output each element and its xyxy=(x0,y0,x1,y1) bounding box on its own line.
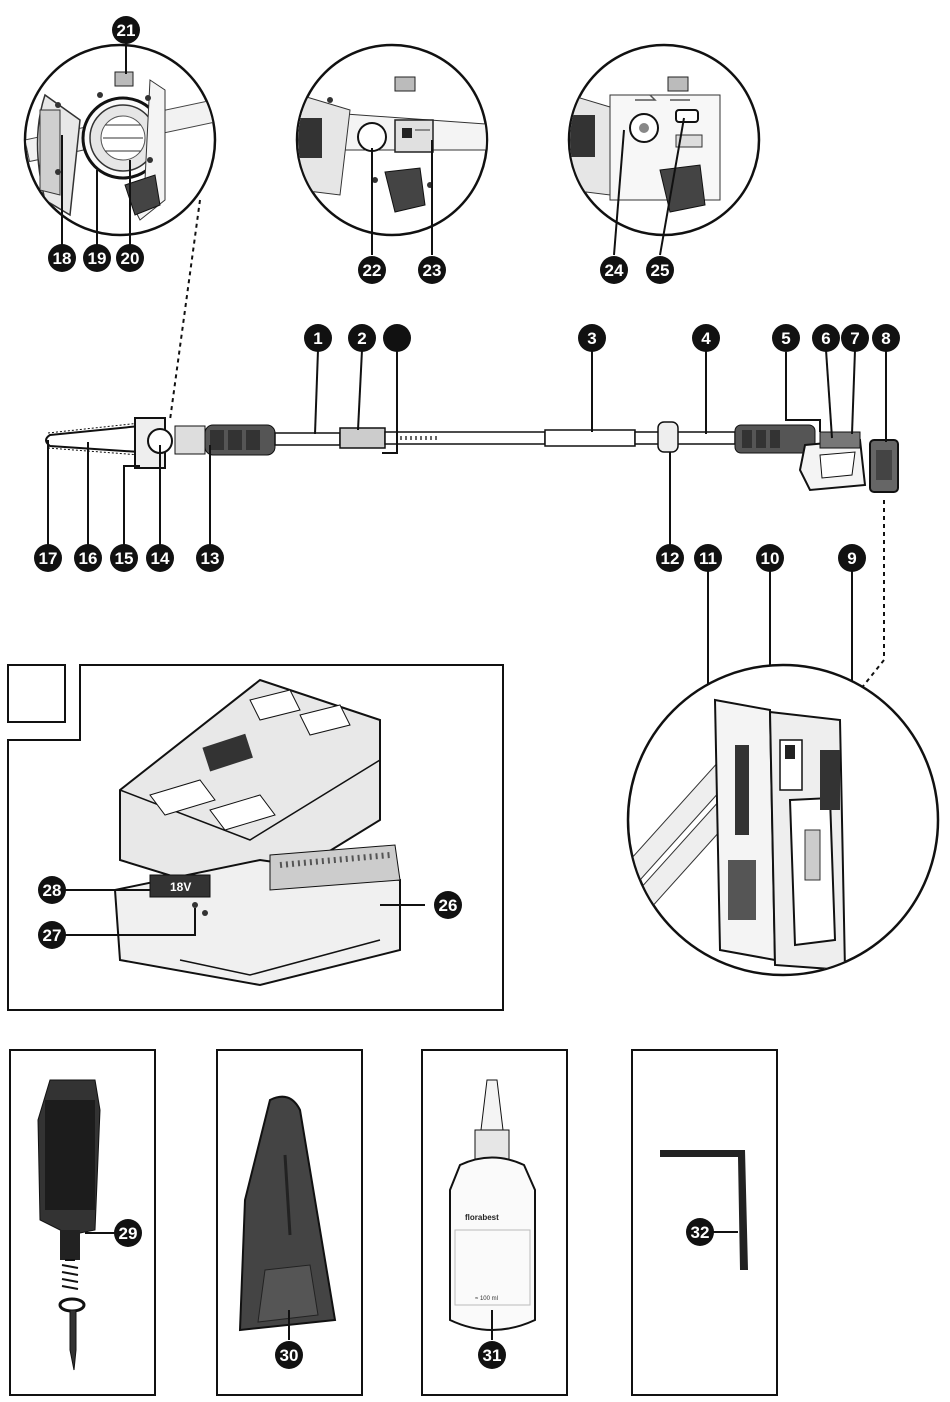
callout-10: 10 xyxy=(756,544,784,572)
callout-8: 8 xyxy=(872,324,900,352)
callout-7: 7 xyxy=(841,324,869,352)
callout-1: 1 xyxy=(304,324,332,352)
callout-number: 20 xyxy=(121,249,140,268)
callout-15: 15 xyxy=(110,544,138,572)
callout-32: 32 xyxy=(686,1218,714,1246)
callout-14: 14 xyxy=(146,544,174,572)
callout-number: 14 xyxy=(151,549,170,568)
callout-23: 23 xyxy=(418,256,446,284)
callout-number: 11 xyxy=(699,549,717,568)
callout-30: 30 xyxy=(275,1341,303,1369)
callout-25: 25 xyxy=(646,256,674,284)
callout-number: 12 xyxy=(661,549,680,568)
box-battery-charger: 18V xyxy=(8,665,503,1010)
detail-circle-chain-cover xyxy=(25,43,225,420)
callout-number: 16 xyxy=(79,549,98,568)
callout-number: 2 xyxy=(357,329,366,348)
callout-21: 21 xyxy=(112,16,140,44)
callout-11: 11 xyxy=(694,544,722,572)
callout-number: 22 xyxy=(363,261,382,280)
callout-17: 17 xyxy=(34,544,62,572)
pole-saw-main-view xyxy=(46,418,898,492)
detail-circle-sprocket xyxy=(563,45,760,255)
callout-number: 10 xyxy=(761,549,780,568)
callout-number: 21 xyxy=(117,21,136,40)
detail-circle-battery-slot xyxy=(628,665,938,975)
callout-24: 24 xyxy=(600,256,628,284)
callout-number: 27 xyxy=(43,926,62,945)
callout-number: 17 xyxy=(39,549,58,568)
callout-6: 6 xyxy=(812,324,840,352)
callout-9: 9 xyxy=(838,544,866,572)
callout-number: 19 xyxy=(88,249,107,268)
callout-3: 3 xyxy=(578,324,606,352)
callout-number: 23 xyxy=(423,261,442,280)
callout-number: 4 xyxy=(701,329,711,348)
callout-number: 9 xyxy=(847,549,856,568)
unlabeled-marker xyxy=(383,324,411,352)
callout-20: 20 xyxy=(116,244,144,272)
callout-number: 24 xyxy=(605,261,624,280)
callout-number: 3 xyxy=(587,329,596,348)
callout-number: 8 xyxy=(881,329,890,348)
callout-19: 19 xyxy=(83,244,111,272)
bottle-brand-label: florabest xyxy=(465,1213,499,1222)
callout-number: 25 xyxy=(651,261,670,280)
callout-number: 29 xyxy=(119,1224,138,1243)
callout-28: 28 xyxy=(38,876,66,904)
callout-18: 18 xyxy=(48,244,76,272)
detail-circle-chain-tensioner xyxy=(290,45,500,255)
callout-13: 13 xyxy=(196,544,224,572)
callout-number: 18 xyxy=(53,249,72,268)
callout-number: 31 xyxy=(483,1346,502,1365)
callout-5: 5 xyxy=(772,324,800,352)
callout-number: 30 xyxy=(280,1346,299,1365)
callout-16: 16 xyxy=(74,544,102,572)
callout-12: 12 xyxy=(656,544,684,572)
charger-display-label: 18V xyxy=(170,880,191,894)
callout-22: 22 xyxy=(358,256,386,284)
callout-number: 7 xyxy=(850,329,859,348)
callout-number: 5 xyxy=(781,329,790,348)
callout-number: 26 xyxy=(439,896,458,915)
callout-26: 26 xyxy=(434,891,462,919)
callout-27: 27 xyxy=(38,921,66,949)
callout-number: 1 xyxy=(313,329,322,348)
callout-number: 32 xyxy=(691,1223,710,1242)
callout-2: 2 xyxy=(348,324,376,352)
callout-29: 29 xyxy=(114,1219,142,1247)
callout-31: 31 xyxy=(478,1341,506,1369)
callout-number: 15 xyxy=(115,549,134,568)
callout-number: 13 xyxy=(201,549,220,568)
callout-number: 6 xyxy=(821,329,830,348)
callout-4: 4 xyxy=(692,324,720,352)
callout-number: 28 xyxy=(43,881,62,900)
bottle-volume-label: ≈ 100 ml xyxy=(475,1296,498,1302)
